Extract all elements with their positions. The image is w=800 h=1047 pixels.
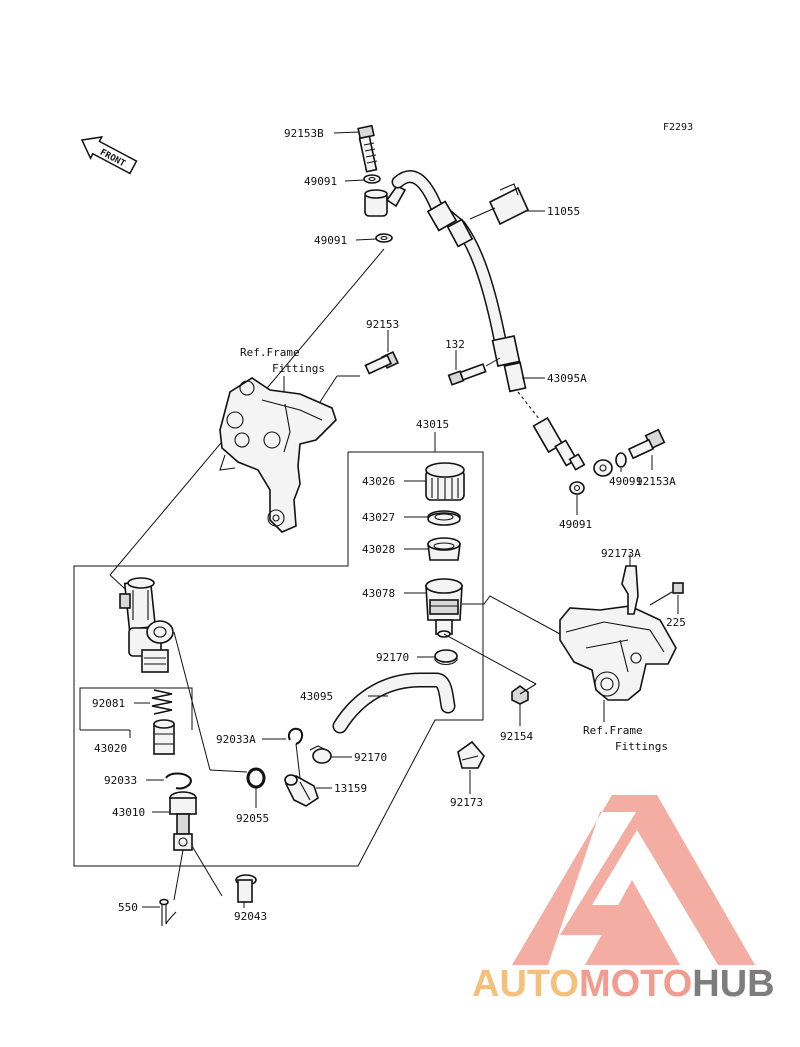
label-43078: 43078 xyxy=(362,587,395,600)
assembly-outline xyxy=(73,451,484,867)
bolt-132 xyxy=(447,363,487,386)
pushrod-43010 xyxy=(169,791,197,851)
ref-frame-1-line1: Ref.Frame xyxy=(240,346,300,359)
label-49091-b: 49091 xyxy=(314,234,347,247)
label-49091-d: 49091 xyxy=(559,518,592,531)
logo-triangle-inner xyxy=(585,880,680,965)
label-43026: 43026 xyxy=(362,475,395,488)
ref-frame-fittings-1: Ref.Frame Fittings xyxy=(240,346,325,375)
label-92153A: 92153A xyxy=(636,475,676,488)
washer-49091-b xyxy=(375,233,393,243)
reservoir-43078 xyxy=(425,578,463,638)
label-92173A: 92173A xyxy=(601,547,641,560)
watermark-hub: HUB xyxy=(692,963,774,1005)
label-92170-b: 92170 xyxy=(354,751,387,764)
washer-49091-c xyxy=(615,452,627,468)
watermark-logo xyxy=(512,795,755,965)
label-92170-a: 92170 xyxy=(376,651,409,664)
oring-92055 xyxy=(246,767,266,789)
label-11055: 11055 xyxy=(547,205,580,218)
banjo-bolt-92153A xyxy=(627,428,666,460)
clip-92170-a xyxy=(434,649,458,666)
bracket-92173A xyxy=(621,565,639,615)
clamp-11055 xyxy=(488,183,530,226)
watermark-moto: MOTO xyxy=(579,963,692,1005)
diagram-code: F2293 xyxy=(663,122,693,133)
pin-92043 xyxy=(235,874,257,903)
label-43027: 43027 xyxy=(362,511,395,524)
ref-frame-2-line2: Fittings xyxy=(615,740,668,753)
clip-92170-b xyxy=(309,745,332,764)
label-43020: 43020 xyxy=(94,742,127,755)
label-225: 225 xyxy=(666,616,686,629)
piston xyxy=(153,719,175,755)
ref-frame-2-line1: Ref.Frame xyxy=(583,724,643,737)
label-43010: 43010 xyxy=(112,806,145,819)
ref-frame-1-line2: Fittings xyxy=(272,362,325,375)
front-arrow-icon: FRONT xyxy=(80,135,138,175)
bolt-92154 xyxy=(511,683,537,705)
bolt-225 xyxy=(649,582,684,606)
reservoir-hose-43095 xyxy=(332,672,456,734)
brake-hose-43095A xyxy=(391,170,586,471)
clamp-92173 xyxy=(457,740,485,769)
diaphragm-43028 xyxy=(427,537,461,561)
washer-49091-a xyxy=(363,174,381,184)
master-cylinder-43020 xyxy=(119,577,174,673)
banjo-bolt-92153B xyxy=(357,124,378,173)
bolt-92153 xyxy=(364,350,400,375)
label-92033A: 92033A xyxy=(216,733,256,746)
banjo-lower xyxy=(593,459,613,477)
label-43028: 43028 xyxy=(362,543,395,556)
banjo-fitting xyxy=(364,184,407,217)
label-43015: 43015 xyxy=(416,418,449,431)
label-92033: 92033 xyxy=(104,774,137,787)
label-13159: 13159 xyxy=(334,782,367,795)
circlip-92033A xyxy=(288,727,304,745)
ref-frame-fittings-2: Ref.Frame Fittings xyxy=(583,724,668,753)
reservoir-bracket xyxy=(559,605,677,701)
label-92154: 92154 xyxy=(500,730,533,743)
watermark-auto: AUTO xyxy=(472,963,579,1005)
logo-triangle-outer xyxy=(512,795,755,965)
watermark-text: AUTOMOTOHUB xyxy=(472,963,775,1005)
label-92055: 92055 xyxy=(236,812,269,825)
label-49091-a: 49091 xyxy=(304,175,337,188)
washer-49091-d xyxy=(569,481,585,495)
fitting-13159 xyxy=(284,774,319,807)
label-43095A: 43095A xyxy=(547,372,587,385)
plate-43027 xyxy=(427,510,461,526)
label-92153: 92153 xyxy=(366,318,399,331)
spring-92081 xyxy=(151,689,173,715)
label-92153B: 92153B xyxy=(284,127,324,140)
reservoir-cap-43026 xyxy=(425,462,465,501)
label-92043: 92043 xyxy=(234,910,267,923)
circlip-92033 xyxy=(165,772,192,790)
label-92173: 92173 xyxy=(450,796,483,809)
label-92081: 92081 xyxy=(92,697,125,710)
label-43095: 43095 xyxy=(300,690,333,703)
label-49091-c: 49091 xyxy=(609,475,642,488)
label-132: 132 xyxy=(445,338,465,351)
cotter-pin-550 xyxy=(159,898,177,926)
label-550: 550 xyxy=(118,901,138,914)
foot-peg-bracket xyxy=(219,377,337,533)
